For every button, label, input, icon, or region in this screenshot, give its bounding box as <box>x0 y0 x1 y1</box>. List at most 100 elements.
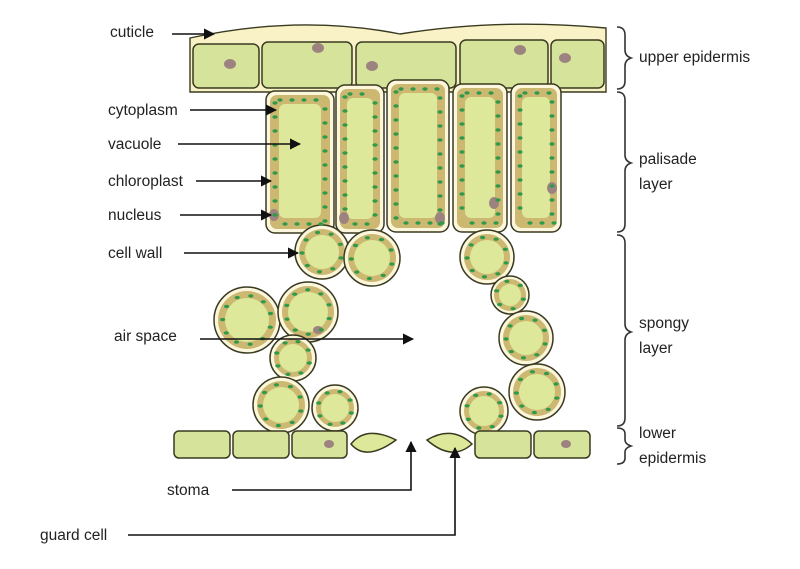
chloroplast-dot <box>275 423 281 428</box>
chloroplast-dot <box>517 122 523 126</box>
chloroplast-dot <box>292 328 298 332</box>
chloroplast-dot <box>303 238 309 242</box>
chloroplast-dot <box>439 221 445 225</box>
epidermis-cell <box>173 430 231 459</box>
spongy-cell <box>311 384 359 432</box>
chloroplast-dot <box>317 414 323 418</box>
label-air-space: air space <box>114 328 177 345</box>
label-lower-line1: lower <box>639 425 676 442</box>
arrow-stoma <box>232 440 417 491</box>
chloroplast-dot <box>495 114 501 118</box>
chloroplast-dot <box>342 165 348 169</box>
chloroplast-dot <box>549 128 555 132</box>
chloroplast-dot <box>272 213 278 217</box>
palisade-cell <box>386 79 450 233</box>
chloroplast-dot <box>274 351 280 355</box>
chloroplast-dot <box>338 256 344 260</box>
chloroplast-dot <box>495 272 501 276</box>
chloroplast-dot <box>476 426 482 430</box>
chloroplast-dot <box>316 401 322 405</box>
spongy-cell <box>459 386 509 436</box>
chloroplast-dot <box>299 251 305 255</box>
nucleus <box>435 212 445 224</box>
chloroplast-dot <box>372 101 378 105</box>
chloroplast-dot <box>495 156 501 160</box>
chloroplast-dot <box>497 401 503 405</box>
chloroplast-dot <box>364 222 370 226</box>
chloroplast-dot <box>520 297 527 301</box>
epidermis-cell <box>232 430 290 459</box>
chloroplast-dot <box>389 262 395 266</box>
chloroplast-dot <box>503 261 509 265</box>
chloroplast-dot <box>488 91 494 95</box>
label-palisade-line2: layer <box>639 176 673 193</box>
chloroplast-dot <box>337 390 343 394</box>
chloroplast-dot <box>284 303 290 308</box>
chloroplast-dot <box>464 91 470 95</box>
chloroplast-dot <box>263 417 269 421</box>
chloroplast-dot <box>327 422 333 426</box>
chloroplast-dot <box>313 98 319 102</box>
chloroplast-dot <box>465 417 471 421</box>
chloroplast-dot <box>437 96 443 100</box>
chloroplast-dot <box>267 325 273 329</box>
brace-spongy-layer <box>616 234 634 427</box>
label-lower-line2: epidermis <box>639 450 706 467</box>
chloroplast-dot <box>517 94 523 98</box>
chloroplast-dot <box>295 340 301 344</box>
epidermis-cell <box>550 39 605 89</box>
chloroplast-dot <box>272 171 278 175</box>
palisade-layer <box>265 79 562 234</box>
chloroplast-dot <box>517 192 523 196</box>
chloroplast-dot <box>549 142 555 146</box>
chloroplast-dot <box>342 151 348 155</box>
nucleus <box>547 182 557 194</box>
chloroplast-dot <box>534 353 540 357</box>
chloroplast-dot <box>393 90 399 94</box>
chloroplast-dot <box>322 107 328 111</box>
chloroplast-dot <box>322 135 328 139</box>
chloroplast-dot <box>304 263 310 268</box>
chloroplast-dot <box>318 328 324 332</box>
chloroplast-dot <box>517 150 523 154</box>
chloroplast-dot <box>502 247 508 251</box>
chloroplast-dot <box>495 212 501 216</box>
chloroplast-dot <box>393 216 399 220</box>
chloroplast-dot <box>342 207 348 211</box>
chloroplast-dot <box>549 156 555 160</box>
chloroplast-dot <box>519 316 525 321</box>
chloroplast-dot <box>348 411 354 415</box>
chloroplast-dot <box>289 420 295 425</box>
chloroplast-dot <box>553 382 559 386</box>
chloroplast-dot <box>517 283 523 288</box>
brace-lower-epidermis <box>616 427 634 465</box>
chloroplast-dot <box>372 129 378 133</box>
chloroplast-dot <box>393 118 399 122</box>
chloroplast-dot <box>347 398 353 402</box>
spongy-layer <box>213 224 566 436</box>
label-cytoplasm: cytoplasm <box>108 102 178 119</box>
chloroplast-dot <box>495 198 501 202</box>
chloroplast-dot <box>372 157 378 161</box>
chloroplast-dot <box>459 164 465 168</box>
chloroplast-dot <box>393 146 399 150</box>
chloroplast-dot <box>372 213 378 217</box>
chloroplast-dot <box>551 221 557 225</box>
chloroplast-dot <box>372 143 378 147</box>
chloroplast-dot <box>517 108 523 112</box>
chloroplast-dot <box>437 138 443 142</box>
chloroplast-dot <box>393 202 399 206</box>
chloroplast-dot <box>297 395 303 399</box>
chloroplast-dot <box>233 340 240 344</box>
chloroplast-dot <box>282 341 288 345</box>
chloroplast-dot <box>493 221 499 225</box>
chloroplast-dot <box>260 300 266 304</box>
epidermis-cell <box>261 41 353 89</box>
chloroplast-dot <box>272 101 278 105</box>
chloroplast-dot <box>372 199 378 203</box>
chloroplasts <box>220 87 560 430</box>
label-chloroplast: chloroplast <box>108 173 184 190</box>
spongy-cell <box>269 334 317 382</box>
chloroplast-dot <box>549 114 555 118</box>
nucleus <box>312 43 324 53</box>
